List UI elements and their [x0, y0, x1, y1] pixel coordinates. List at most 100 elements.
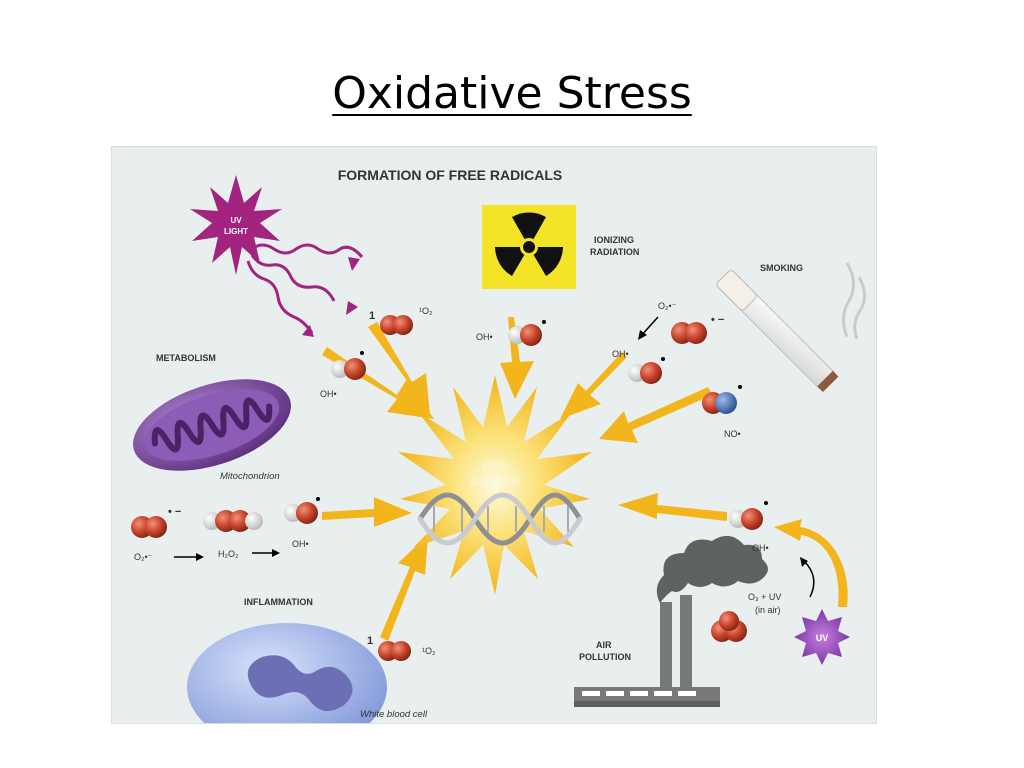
oxygen-atom [685, 322, 707, 344]
arrow-uv-ozone [774, 519, 848, 607]
oh-label-metabolism: OH• [292, 539, 309, 549]
oh-label-smoking: OH• [612, 349, 629, 359]
reaction-arrow [803, 560, 815, 598]
metabolism-source: METABOLISM Mitochondrion [133, 353, 291, 482]
diagram-canvas: FORMATION OF FREE RADICALS DNA DAMAGE [131, 167, 866, 723]
smoking-superoxide: O₂•⁻ • − [638, 301, 724, 344]
oxygen-atom [640, 362, 662, 384]
dna-helix-icon [417, 492, 583, 546]
oxygen-atom [296, 502, 318, 524]
nitrogen-atom [715, 392, 737, 414]
radical-dot [542, 320, 546, 324]
ozone-uv-label: O₃ + UV [748, 592, 781, 602]
pollution-smoke-icon [656, 535, 768, 603]
radical-dot [738, 385, 742, 389]
reaction-arrowhead [638, 330, 647, 340]
uv-hydroxyl: OH• [320, 351, 366, 399]
uv-ray-arrowhead-3 [302, 325, 314, 337]
smoking-nitric-oxide: NO• [702, 385, 742, 439]
smoke-icon [842, 262, 866, 340]
arrow-smoking-1 [560, 352, 627, 419]
singlet-prefix-inflammation: 1 [367, 635, 373, 647]
smoking-label: SMOKING [760, 263, 803, 273]
smoking-hydroxyl: OH• [612, 349, 665, 384]
metabolism-chain: • − O₂•⁻ H₂O₂ OH• [131, 497, 320, 562]
in-air-label: (in air) [755, 605, 781, 615]
superoxide-label-metabolism: O₂•⁻ [134, 552, 153, 562]
oxygen-atom [229, 510, 251, 532]
hydrogen-atom [331, 360, 349, 378]
uv-light-source: UV LIGHT [190, 175, 364, 337]
dna-damage-label-2: DAMAGE [471, 476, 520, 488]
inflammation-singlet-oxygen: 1 ¹O₂ [367, 635, 436, 661]
ionizing-label-2: RADIATION [590, 247, 639, 257]
air-pollution-label-1: AIR [596, 640, 612, 650]
figure-title: FORMATION OF FREE RADICALS [338, 167, 563, 183]
reaction-arrowhead [800, 557, 808, 567]
arrow-uv-2 [368, 322, 430, 415]
singlet-o2-label-uv: ¹O₂ [419, 306, 433, 316]
cell-nucleus-icon [247, 655, 353, 712]
reaction-arrowhead [196, 553, 204, 561]
factory-icon [574, 595, 720, 707]
radical-dot [316, 497, 320, 501]
oxygen-atom [344, 358, 366, 380]
radical-dot [360, 351, 364, 355]
uv-ray-arrowhead-1 [348, 257, 360, 271]
oxygen-atom [393, 315, 413, 335]
no-label: NO• [724, 429, 741, 439]
ionizing-radiation-source: IONIZING RADIATION [482, 205, 639, 289]
metabolism-label: METABOLISM [156, 353, 216, 363]
arrow-inflammation [380, 535, 428, 641]
smoking-source: SMOKING [716, 262, 866, 393]
air-pollution-label-2: POLLUTION [579, 652, 631, 662]
uv-singlet-oxygen: 1 ¹O₂ [369, 306, 433, 335]
uv-light-label-2: LIGHT [224, 227, 248, 236]
singlet-o2-label-inflammation: ¹O₂ [422, 646, 436, 656]
inflammation-source: INFLAMMATION White blood cell [187, 597, 428, 723]
white-blood-cell-label: White blood cell [360, 709, 428, 720]
arrow-metabolism [322, 497, 412, 527]
air-pollution-source: AIR POLLUTION [574, 535, 768, 707]
air-pollution-ozone: O₃ + UV (in air) UV [711, 557, 850, 665]
arrow-ionizing [500, 317, 534, 399]
arrows [322, 317, 848, 641]
uv-light-label-1: UV [230, 216, 242, 225]
oxygen-atom [719, 611, 739, 631]
dna-damage-label-1: DNA [483, 460, 507, 472]
radiation-trefoil-icon [495, 212, 563, 276]
reaction-arrowhead [272, 549, 280, 557]
oh-label-uv: OH• [320, 389, 337, 399]
radical-dot [661, 357, 665, 361]
uv-badge-burst-icon [794, 609, 850, 665]
mitochondrion-label: Mitochondrion [220, 471, 280, 482]
h2o2-label: H₂O₂ [218, 549, 239, 559]
radical-dot [764, 501, 768, 505]
uv-burst-icon [190, 175, 282, 275]
mitochondrion-icon [133, 379, 291, 471]
dna-damage-burst: DNA DAMAGE [398, 375, 592, 595]
singlet-prefix-uv: 1 [369, 310, 375, 322]
uv-ray-arrowhead-2 [346, 301, 358, 315]
superoxide-label-smoking: O₂•⁻ [658, 301, 677, 311]
inflammation-label: INFLAMMATION [244, 597, 313, 607]
oh-label-air: OH• [752, 543, 769, 553]
uv-rays [246, 243, 364, 334]
ionizing-hydroxyl: OH• [476, 320, 546, 346]
factory-windows [582, 691, 696, 696]
cigarette-icon [716, 270, 839, 393]
oxygen-atom [391, 641, 411, 661]
oxygen-atom [145, 516, 167, 538]
ionizing-label-1: IONIZING [594, 235, 634, 245]
slide-title: Oxidative Stress [332, 68, 692, 119]
radical-minus-smoking: • − [711, 314, 724, 326]
free-radicals-figure: FORMATION OF FREE RADICALS DNA DAMAGE [111, 146, 877, 724]
oxygen-atom [520, 324, 542, 346]
uv-badge-label: UV [816, 633, 829, 643]
oxygen-atom [741, 508, 763, 530]
arrow-air-pollution [618, 493, 727, 521]
air-pollution-hydroxyl: OH• [729, 501, 769, 553]
hydrogen-atom [245, 512, 263, 530]
arrow-smoking-2 [599, 387, 712, 443]
radical-minus-metabolism: • − [168, 506, 181, 518]
